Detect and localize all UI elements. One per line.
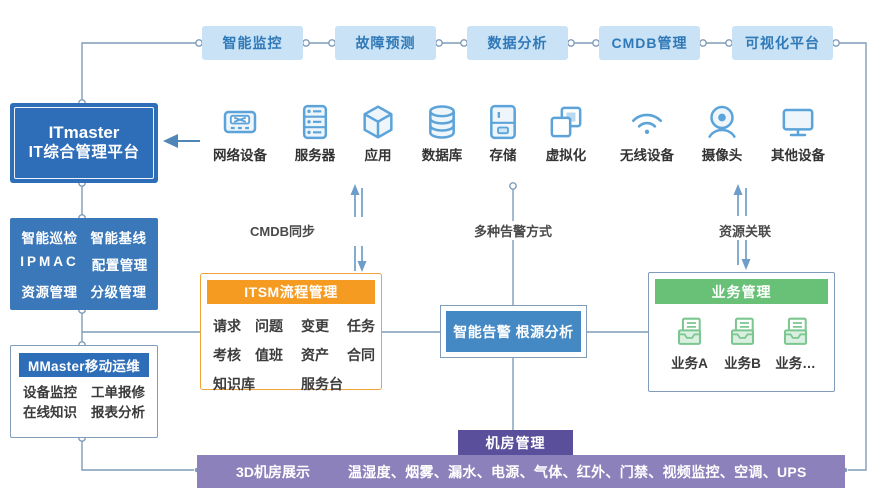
datacenter-tab: 机房管理 xyxy=(458,430,573,455)
business-items: 业务A 业务B 业务… xyxy=(649,310,834,372)
business-tray-icon xyxy=(677,317,702,345)
module-label: 智能监控 xyxy=(222,35,283,51)
module-label: 数据分析 xyxy=(487,35,548,51)
device-label: 数据库 xyxy=(421,148,463,163)
device-network: 网络设备 xyxy=(198,102,282,164)
module-label: CMDB管理 xyxy=(611,35,688,51)
device-label: 摄像头 xyxy=(701,148,743,163)
itsm-item: 变更 xyxy=(301,318,329,334)
business-item: 业务B xyxy=(716,314,769,372)
mmaster-item: 报表分析 xyxy=(91,405,145,420)
datacenter-bar: 3D机房展示 温湿度、烟雾、漏水、电源、气体、红外、门禁、视频监控、空调、UPS xyxy=(197,455,845,488)
device-label: 其他设备 xyxy=(771,148,825,163)
itsm-item: 知识库 xyxy=(213,376,255,392)
wire-segments xyxy=(81,42,867,471)
monitor-icon xyxy=(782,108,814,137)
business-tray-icon xyxy=(783,317,808,345)
capability-box: 智能巡检 智能基线 IPMAC 配置管理 资源管理 分级管理 xyxy=(10,218,158,310)
itsm-item: 任务 xyxy=(347,318,375,334)
storage-icon xyxy=(490,104,516,140)
module-fault-prediction: 故障预测 xyxy=(335,26,436,60)
device-wireless: 无线设备 xyxy=(605,102,689,164)
module-cmdb-management: CMDB管理 xyxy=(599,26,700,60)
device-label: 存储 xyxy=(489,148,517,163)
module-label: 可视化平台 xyxy=(745,35,820,51)
module-intelligent-monitoring: 智能监控 xyxy=(202,26,303,60)
mmaster-box: MMaster移动运维 设备监控 工单报修 在线知识 报表分析 xyxy=(10,345,158,438)
mmaster-row: 在线知识 报表分析 xyxy=(11,403,157,423)
itsm-title: ITSM流程管理 xyxy=(207,280,375,304)
virtualization-icon xyxy=(550,106,582,138)
mmaster-item: 在线知识 xyxy=(23,405,77,420)
device-virtualization: 虚拟化 xyxy=(524,102,608,164)
wifi-icon xyxy=(632,113,662,134)
business-item-label: 业务A xyxy=(671,356,708,371)
capability-row: 资源管理 分级管理 xyxy=(10,281,158,301)
smart-alert-label: 智能告警 根源分析 xyxy=(446,311,581,352)
alarm-methods-label: 多种告警方式 xyxy=(464,221,562,240)
resource-relation-label: 资源关联 xyxy=(716,221,772,240)
device-label: 服务器 xyxy=(294,148,336,163)
business-item: 业务… xyxy=(769,314,822,372)
capability-item: 分级管理 xyxy=(90,285,147,300)
platform-subtitle: IT综合管理平台 xyxy=(28,144,140,162)
device-label: 虚拟化 xyxy=(545,148,587,163)
datacenter-3d-label: 3D机房展示 xyxy=(236,463,310,480)
device-label: 无线设备 xyxy=(620,148,674,163)
device-label: 网络设备 xyxy=(213,148,267,163)
device-application: 应用 xyxy=(336,102,420,164)
network-switch-icon xyxy=(223,110,257,134)
itsm-items: 请求 问题 变更 任务 考核 值班 资产 合同 知识库 服务台 xyxy=(201,310,381,394)
itsm-item: 服务台 xyxy=(301,376,343,392)
mmaster-item: 设备监控 xyxy=(23,385,77,400)
itsm-item: 值班 xyxy=(255,347,283,363)
smart-alert-box: 智能告警 根源分析 xyxy=(440,305,587,358)
capability-item: IPMAC xyxy=(20,254,79,269)
capability-item: 智能基线 xyxy=(90,231,147,246)
module-data-analysis: 数据分析 xyxy=(467,26,568,60)
platform-box-itmaster: ITmaster IT综合管理平台 xyxy=(10,103,158,183)
mmaster-title: MMaster移动运维 xyxy=(19,353,149,377)
mmaster-row: 设备监控 工单报修 xyxy=(11,383,157,403)
itsm-item: 合同 xyxy=(347,347,375,363)
cmdb-sync-arrows xyxy=(350,184,367,272)
business-item: 业务A xyxy=(663,314,716,372)
business-title: 业务管理 xyxy=(655,279,828,304)
itsm-item: 资产 xyxy=(301,347,329,363)
device-database: 数据库 xyxy=(400,102,484,164)
device-other: 其他设备 xyxy=(756,102,840,164)
platform-title: ITmaster xyxy=(48,122,120,142)
business-box: 业务管理 业务A 业务B xyxy=(648,272,835,392)
capability-item: 配置管理 xyxy=(91,258,148,273)
module-label: 故障预测 xyxy=(355,35,416,51)
cmdb-sync-label: CMDB同步 xyxy=(250,224,315,239)
device-storage: 存储 xyxy=(461,102,545,164)
server-icon xyxy=(302,104,328,140)
arrow-to-platform xyxy=(163,134,200,148)
itsm-item: 考核 xyxy=(213,347,241,363)
capability-item: 资源管理 xyxy=(21,285,78,300)
itsm-box: ITSM流程管理 请求 问题 变更 任务 考核 值班 资产 合同 知识库 服务台 xyxy=(200,273,382,392)
capability-item: 智能巡检 xyxy=(21,231,78,246)
mmaster-item: 工单报修 xyxy=(91,385,145,400)
datacenter-sensor-list: 温湿度、烟雾、漏水、电源、气体、红外、门禁、视频监控、空调、UPS xyxy=(348,463,807,480)
business-item-label: 业务… xyxy=(775,356,816,371)
device-label: 应用 xyxy=(364,148,392,163)
app-cube-icon xyxy=(363,105,393,139)
capability-row: 智能巡检 智能基线 xyxy=(10,227,158,247)
device-camera: 摄像头 xyxy=(680,102,764,164)
business-tray-icon xyxy=(730,317,755,345)
itsm-item: 问题 xyxy=(255,318,283,334)
database-icon xyxy=(429,105,455,139)
device-server: 服务器 xyxy=(273,102,357,164)
business-item-label: 业务B xyxy=(724,356,761,371)
camera-icon xyxy=(708,105,736,138)
itsm-item: 请求 xyxy=(213,318,241,334)
resource-relation-arrows xyxy=(733,184,751,270)
module-visualization-platform: 可视化平台 xyxy=(732,26,833,60)
capability-row: IPMAC 配置管理 xyxy=(10,254,158,274)
